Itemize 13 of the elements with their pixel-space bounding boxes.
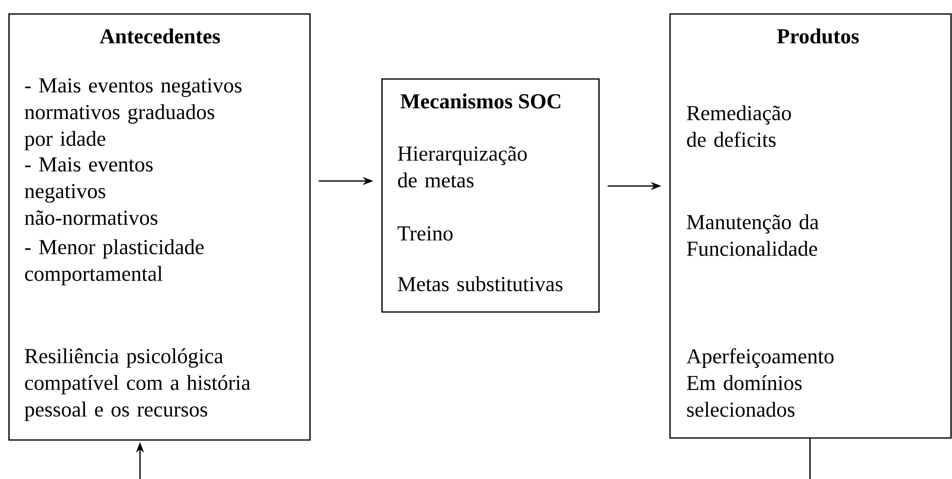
box-text: Manutenção da Funcionalidade: [686, 214, 819, 256]
box-text: - Mais eventos negativos não-normativos: [24, 157, 158, 225]
box-heading: Produtos: [777, 28, 859, 44]
box-text: Remediação de deficits: [686, 105, 791, 147]
box-heading: Mecanismos SOC: [400, 94, 560, 108]
box-text: Hierarquização de metas: [398, 146, 527, 188]
box-text: Treino: [398, 226, 453, 241]
box-text: Resiliência psicológica compatível com a história pessoal e os recursos: [24, 348, 250, 421]
box-text: - Mais eventos negativos normativos graduados por idade: [24, 78, 242, 150]
box-text: Aperfeiçoamento Em domínios selecionados: [686, 348, 834, 417]
box-text: - Menor plasticidade comportamental: [25, 239, 204, 286]
box-heading: Antecedentes: [100, 28, 220, 44]
box-text: Metas substitutivas: [398, 276, 562, 292]
